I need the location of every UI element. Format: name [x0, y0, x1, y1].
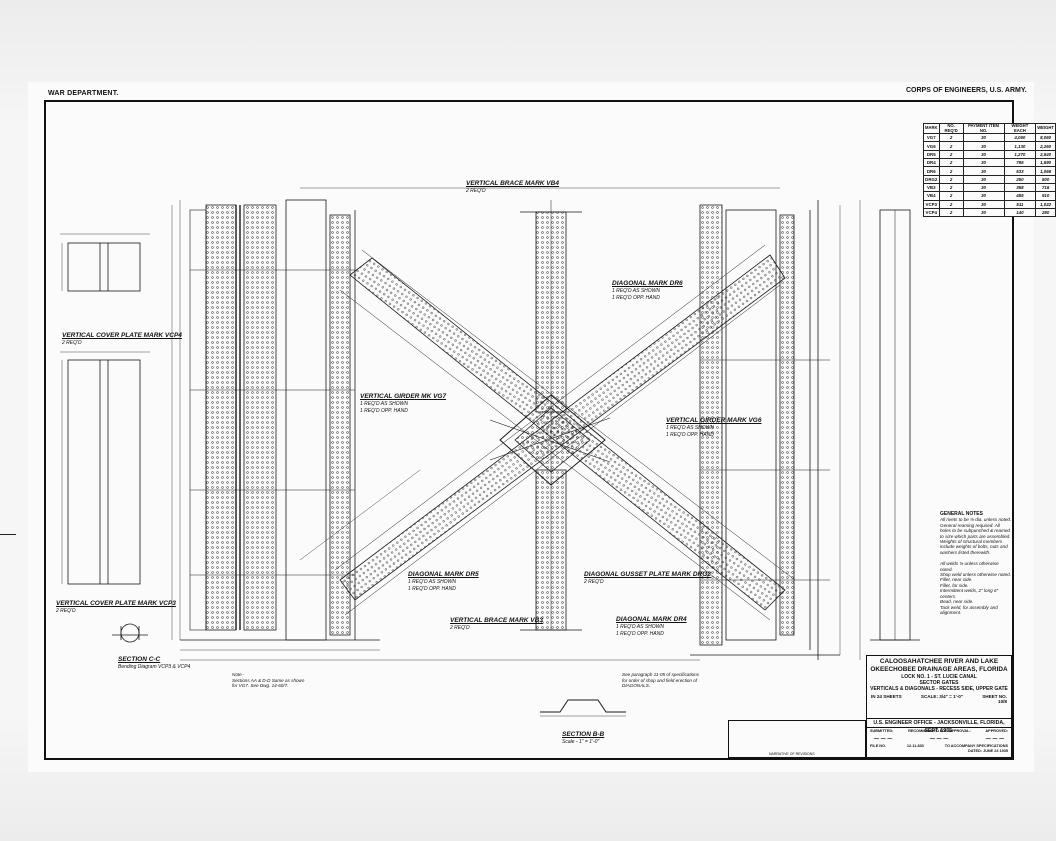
signature-1: ~~~ [873, 734, 894, 743]
cover-plate-vcp3 [60, 351, 150, 585]
label-vcp4: VERTICAL COVER PLATE MARK VCP4 2 REQ'D [62, 332, 182, 346]
project-line-4: SECTOR GATES [919, 680, 959, 686]
schedule-header: MARK NO. REQ'D PAYMENT ITEM NO. WEIGHT E… [923, 122, 1056, 135]
sheet-info: IN 24 SHEETS SCALE: 3/4" = 1'-0" SHEET N… [871, 694, 1007, 699]
label-dr6: DIAGONAL MARK DR6 1 REQ'D AS SHOWN 1 REQ… [612, 280, 683, 301]
label-dr4: DIAGONAL MARK DR4 1 REQ'D AS SHOWN 1 REQ… [616, 616, 687, 637]
label-section-cc: SECTION C-C Bending Diagram VCP3 & VCP4 [118, 656, 191, 670]
department-header: WAR DEPARTMENT. [48, 90, 119, 97]
label-vcp3: VERTICAL COVER PLATE MARK VCP3 2 REQ'D [56, 600, 176, 614]
label-section-bb: SECTION B-B Scale - 1" = 1'-0" [562, 731, 605, 745]
agency-header: CORPS OF ENGINEERS, U.S. ARMY. [906, 87, 1027, 94]
col-weight: WEIGHT [1035, 122, 1056, 135]
section-b-b [540, 699, 626, 717]
material-schedule: MARK NO. REQ'D PAYMENT ITEM NO. WEIGHT E… [923, 122, 1056, 218]
signature-2: ~~~ [928, 734, 950, 743]
vertical-brace-vb4 [520, 200, 582, 630]
sheet-number: 10/8 [998, 699, 1007, 704]
label-vg7: VERTICAL GIRDER MK VG7 1 REQ'D AS SHOWN … [360, 393, 447, 414]
sections-note: Note - Sections AA & D-D Same as shown f… [232, 672, 305, 689]
drawing-border [44, 100, 1014, 760]
col-no-reqd: NO. REQ'D [938, 122, 964, 135]
engineer-office: U.S. ENGINEER OFFICE - JACKSONVILLE, FLO… [866, 719, 1012, 734]
col-weight-each: WEIGHT EACH [1003, 122, 1037, 135]
vertical-brace-vb3 [520, 469, 582, 631]
project-line-3: LOCK NO. 1 - ST. LUCIE CANAL [901, 674, 977, 680]
label-drg2: DIAGONAL GUSSET PLATE MARK DRG2 2 REQ'D [584, 571, 711, 585]
margin-tick [0, 534, 16, 535]
revision-block: NARRATIVE OF REVISIONS [728, 720, 866, 758]
dimension-lines [171, 187, 861, 661]
vertical-girder-vg7 [179, 199, 380, 651]
col-mark: MARK [923, 122, 940, 135]
project-line-2: OKEECHOBEE DRAINAGE AREAS, FLORIDA [870, 666, 1008, 673]
label-vb3: VERTICAL BRACE MARK VB3 2 REQ'D [450, 617, 543, 631]
label-dr5: DIAGONAL MARK DR5 1 REQ'D AS SHOWN 1 REQ… [408, 571, 479, 592]
general-notes: GENERAL NOTES All rivets to be ⅞ dia. un… [940, 511, 1012, 615]
drawing-title: VERTICALS & DIAGONALS - RECESS SIDE, UPP… [870, 686, 1008, 692]
signature-block: SUBMITTED: RECOMMENDED FOR APPROVAL: APP… [866, 727, 1012, 758]
title-block: CALOOSAHATCHEE RIVER AND LAKE OKEECHOBEE… [866, 655, 1012, 719]
signature-3: ~~~ [984, 734, 1005, 743]
diagonal-gusset-drg2 [489, 394, 611, 486]
vertical-girder-vg6 [690, 200, 840, 660]
label-vg6: VERTICAL GIRDER MARK VG6 1 REQ'D AS SHOW… [666, 417, 762, 438]
col-payment: PAYMENT ITEM NO. [962, 122, 1005, 135]
cover-plate-vcp4 [60, 233, 150, 292]
label-vb4: VERTICAL BRACE MARK VB4 2 REQ'D [466, 180, 559, 194]
erection-note: See paragraph 11-05 of specifications fo… [622, 672, 700, 689]
section-c-c [112, 623, 148, 643]
project-line-1: CALOOSAHATCHEE RIVER AND LAKE [879, 658, 999, 665]
cover-plate-right [870, 209, 920, 641]
